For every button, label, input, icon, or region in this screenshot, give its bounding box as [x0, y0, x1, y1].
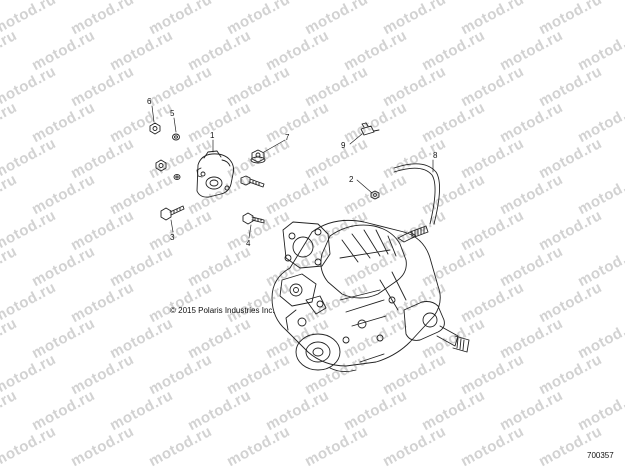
transmission-assembly — [271, 219, 470, 373]
nut-part-2 — [370, 190, 380, 200]
washer-lower — [173, 173, 181, 181]
callout-7: 7 — [285, 133, 290, 142]
callout-2: 2 — [349, 175, 354, 184]
vent-hose-part-8 — [393, 163, 440, 225]
callout-5: 5 — [170, 109, 175, 118]
callout-leaders — [151, 105, 434, 239]
callout-4: 4 — [246, 239, 251, 248]
callout-8: 8 — [433, 151, 438, 160]
document-number: 700357 — [587, 451, 614, 460]
callout-1: 1 — [210, 131, 215, 140]
callout-9: 9 — [341, 141, 346, 150]
nut-lower — [155, 159, 167, 172]
copyright-text: © 2015 Polaris Industries Inc. — [170, 306, 275, 315]
bolt-upper — [240, 175, 265, 188]
washer-part-5 — [172, 133, 180, 141]
callout-6: 6 — [147, 97, 152, 106]
flange-nut-part-7 — [250, 149, 266, 164]
bolt-part-3 — [160, 205, 185, 221]
sensor-part-9 — [360, 122, 380, 136]
bolt-part-4 — [242, 212, 265, 225]
callout-3: 3 — [170, 233, 175, 242]
nut-part-6 — [149, 122, 161, 135]
cover-part-1 — [196, 150, 235, 198]
